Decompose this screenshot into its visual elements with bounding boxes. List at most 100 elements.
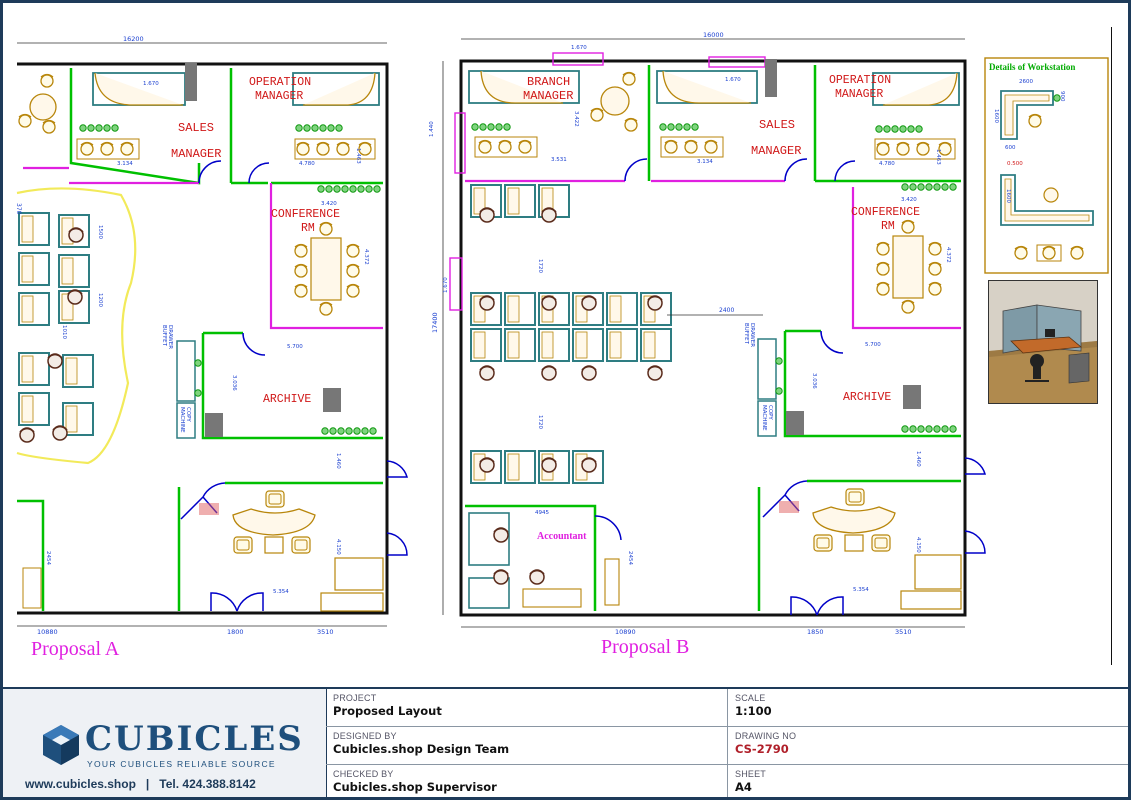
drawing-sheet: SALES MANAGER OPERATION MANAGER CONFEREN…: [3, 3, 1128, 797]
proposal-b-drawer-label: DRAWER: [749, 323, 755, 347]
proposal-a-copy-label: COPY: [185, 407, 191, 422]
workstation-detail-title: Details of Workstation: [989, 62, 1075, 72]
proposal-a-conference-label-2: RM: [301, 222, 315, 235]
scale-label: SCALE: [735, 693, 766, 703]
proposal-a-operation-label-2: MANAGER: [255, 90, 303, 103]
proposal-a-left-top-dimension: 370: [15, 203, 22, 215]
proposal-b-sales-label-2: MANAGER: [751, 144, 801, 158]
proposal-a-operation-width: 4.780: [299, 161, 315, 167]
proposal-b-bottom-dimension-right: 3510: [895, 628, 912, 636]
scale-value: 1:100: [735, 704, 772, 718]
proposal-b-conference-label-2: RM: [881, 220, 895, 233]
proposal-a-top-dimension: 16200: [123, 35, 144, 43]
drawing-no-value: CS-2790: [735, 742, 789, 756]
proposal-b-archive-label: ARCHIVE: [843, 391, 891, 404]
designed-cell: DESIGNED BY Cubicles.shop Design Team: [326, 727, 728, 765]
project-label: PROJECT: [333, 693, 377, 703]
workstation-detail-panel: Details of Workstation 2600 1600 600 900…: [984, 57, 1109, 274]
proposal-a-manager-height: 1.463: [355, 148, 361, 164]
proposal-b-operation-label: OPERATION: [829, 74, 891, 87]
sheet-value: A4: [735, 780, 752, 794]
proposal-a-side-height: 1.460: [335, 453, 341, 469]
proposal-b-accountant-dim-side: 2454: [627, 551, 633, 565]
proposal-b-label: Proposal B: [601, 636, 689, 658]
ws-side-dim: 900: [1059, 91, 1065, 102]
company-logo-block: CUBICLES YOUR CUBICLES RELIABLE SOURCE w…: [3, 689, 327, 797]
brand-name: CUBICLES: [85, 719, 304, 759]
proposal-b-archive-width: 5.700: [865, 342, 881, 348]
proposal-b-operation-label-2: MANAGER: [835, 88, 883, 101]
proposal-b-conference-width: 3.420: [901, 197, 917, 203]
proposal-a-buffet-label: BUFFET: [161, 325, 167, 347]
proposal-b-bottom-dimension-mid: 1850: [807, 628, 824, 636]
proposal-a-conference-label: CONFERENCE: [271, 208, 340, 221]
designed-label: DESIGNED BY: [333, 731, 397, 741]
proposal-b-conference-height: 4.372: [945, 247, 951, 263]
proposal-b-manager-height: 1.463: [935, 149, 941, 165]
proposal-b-operation-width: 4.780: [879, 161, 895, 167]
sheet-cell: SHEET A4: [728, 765, 1128, 797]
proposal-b-branch-width: 3.531: [551, 157, 567, 163]
cube-logo-icon: [43, 725, 79, 765]
proposal-b-buffet-label: BUFFET: [743, 323, 749, 345]
proposal-a-door-dimension: 1.670: [143, 81, 159, 87]
proposal-a-conference-height: 4.372: [363, 249, 369, 265]
proposal-b-plan: BRANCH MANAGER SALES MANAGER OPERATION M…: [429, 31, 986, 658]
proposal-a-cubicle-dim-3: 1010: [61, 325, 67, 339]
proposal-b-door-dimension: 1.670: [571, 45, 587, 51]
proposal-b-accountant-dim-top: 4945: [535, 510, 549, 516]
proposal-b-branch-height: 3.422: [573, 111, 579, 127]
proposal-b-side-height: 1.460: [915, 451, 921, 467]
proposal-a-accountant-dim: 2454: [45, 551, 51, 565]
workstation-3d-render-art: [989, 281, 1097, 403]
proposal-a-label: Proposal A: [31, 638, 120, 660]
checked-label: CHECKED BY: [333, 769, 394, 779]
proposal-a-cubicle-dim-1: 1500: [97, 225, 103, 239]
proposal-b-left-dimension: 17400: [431, 312, 439, 333]
proposal-b-desk-dimension: 1.670: [725, 77, 741, 83]
brand-contact: www.cubicles.shop | Tel. 424.388.8142: [25, 777, 256, 791]
proposal-a-plan: SALES MANAGER OPERATION MANAGER CONFEREN…: [15, 35, 408, 660]
proposal-a-bottom-dimension-left: 10880: [37, 628, 58, 636]
proposal-b-sales-label: SALES: [759, 118, 795, 132]
title-block: CUBICLES YOUR CUBICLES RELIABLE SOURCE w…: [3, 687, 1128, 797]
proposal-a-bottom-height: 4.150: [335, 539, 341, 555]
sheet-frame-line: [1111, 27, 1112, 665]
brand-tagline: YOUR CUBICLES RELIABLE SOURCE: [87, 759, 276, 769]
workstation-3d-render: [988, 280, 1098, 404]
proposal-a-cubicle-dim-2: 1200: [97, 293, 103, 307]
proposal-b-gap-dimension: 2400: [719, 307, 734, 314]
proposal-b-left-height-2: 1.670: [443, 277, 449, 293]
proposal-a-bottom-dimension-mid: 1800: [227, 628, 244, 636]
proposal-b-conference-label: CONFERENCE: [851, 206, 920, 219]
designed-value: Cubicles.shop Design Team: [333, 742, 510, 756]
proposal-a-bottom-dimension-right: 3510: [317, 628, 334, 636]
proposal-b-top-dimension: 16000: [703, 31, 724, 39]
proposal-b-archive-height: 3.036: [811, 373, 817, 389]
sheet-label: SHEET: [735, 769, 767, 779]
proposal-b-branch-label-2: MANAGER: [523, 89, 573, 103]
proposal-b-copy-label: COPY: [767, 405, 773, 420]
ws-left-dim: 1600: [993, 109, 999, 123]
proposal-a-drawer-label: DRAWER: [167, 325, 173, 349]
proposal-a-sales-width: 3.134: [117, 161, 133, 167]
proposal-a-machine-label: MACHINE: [179, 407, 185, 433]
proposal-b-left-height: 1.440: [429, 121, 435, 137]
proposal-b-accountant-label: Accountant: [537, 531, 587, 542]
proposal-b-branch-label: BRANCH: [527, 75, 570, 89]
proposal-b-cubicles: [470, 184, 672, 484]
proposal-b-bottom-height: 4.150: [915, 537, 921, 553]
ws-dim-small: 0.500: [1007, 161, 1023, 167]
project-cell: PROJECT Proposed Layout: [326, 689, 728, 727]
proposal-a-operation-label: OPERATION: [249, 76, 311, 89]
ws-small-dim: 600: [1005, 145, 1016, 151]
proposal-a-archive-label: ARCHIVE: [263, 393, 311, 406]
ws-mid-dim: 1600: [1005, 189, 1011, 203]
proposal-b-cubicle-dim-2: 1720: [537, 415, 543, 429]
proposal-a-sales-label: SALES: [178, 121, 214, 135]
floor-plan-drawing: SALES MANAGER OPERATION MANAGER CONFEREN…: [15, 31, 1109, 660]
proposal-b-machine-label: MACHINE: [761, 405, 767, 431]
proposal-b-bottom-dimension-left: 10890: [615, 628, 636, 636]
scale-cell: SCALE 1:100: [728, 689, 1128, 727]
drawing-no-label: DRAWING NO: [735, 731, 797, 741]
